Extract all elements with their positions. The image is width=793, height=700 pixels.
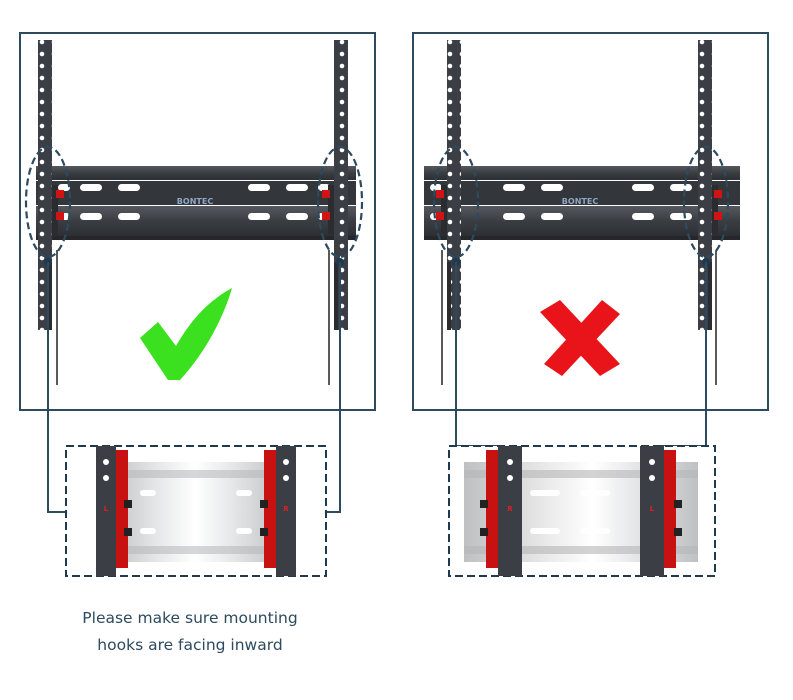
correct-left-arm <box>38 40 64 385</box>
caption-line-2: hooks are facing inward <box>97 636 283 654</box>
wrong-right-highlight <box>682 145 730 259</box>
wrong-left-highlight <box>432 145 480 259</box>
correct-right-arm <box>322 40 348 385</box>
checkmark-icon <box>140 288 232 380</box>
wrong-right-hook-label: L <box>650 505 655 513</box>
correct-right-highlight <box>316 145 364 259</box>
correct-brand-label: BONTEC <box>177 197 214 206</box>
correct-panel: BONTEC <box>19 32 376 411</box>
wrong-left-hook-label: R <box>507 505 513 513</box>
correct-connector-lines <box>44 258 344 513</box>
wrong-panel: BONTEC <box>412 32 769 411</box>
wrong-hook-detail: R L <box>448 445 716 577</box>
wrong-wall-rail <box>424 166 740 240</box>
correct-hook-detail: L R <box>65 445 327 577</box>
wrong-brand-label: BONTEC <box>562 197 599 206</box>
cross-icon <box>540 300 620 376</box>
correct-right-hook-label: R <box>283 505 289 513</box>
correct-left-hook-label: L <box>104 505 109 513</box>
correct-left-highlight <box>24 145 72 259</box>
caption-line-1: Please make sure mounting <box>82 609 298 627</box>
correct-wall-rail <box>36 166 356 240</box>
